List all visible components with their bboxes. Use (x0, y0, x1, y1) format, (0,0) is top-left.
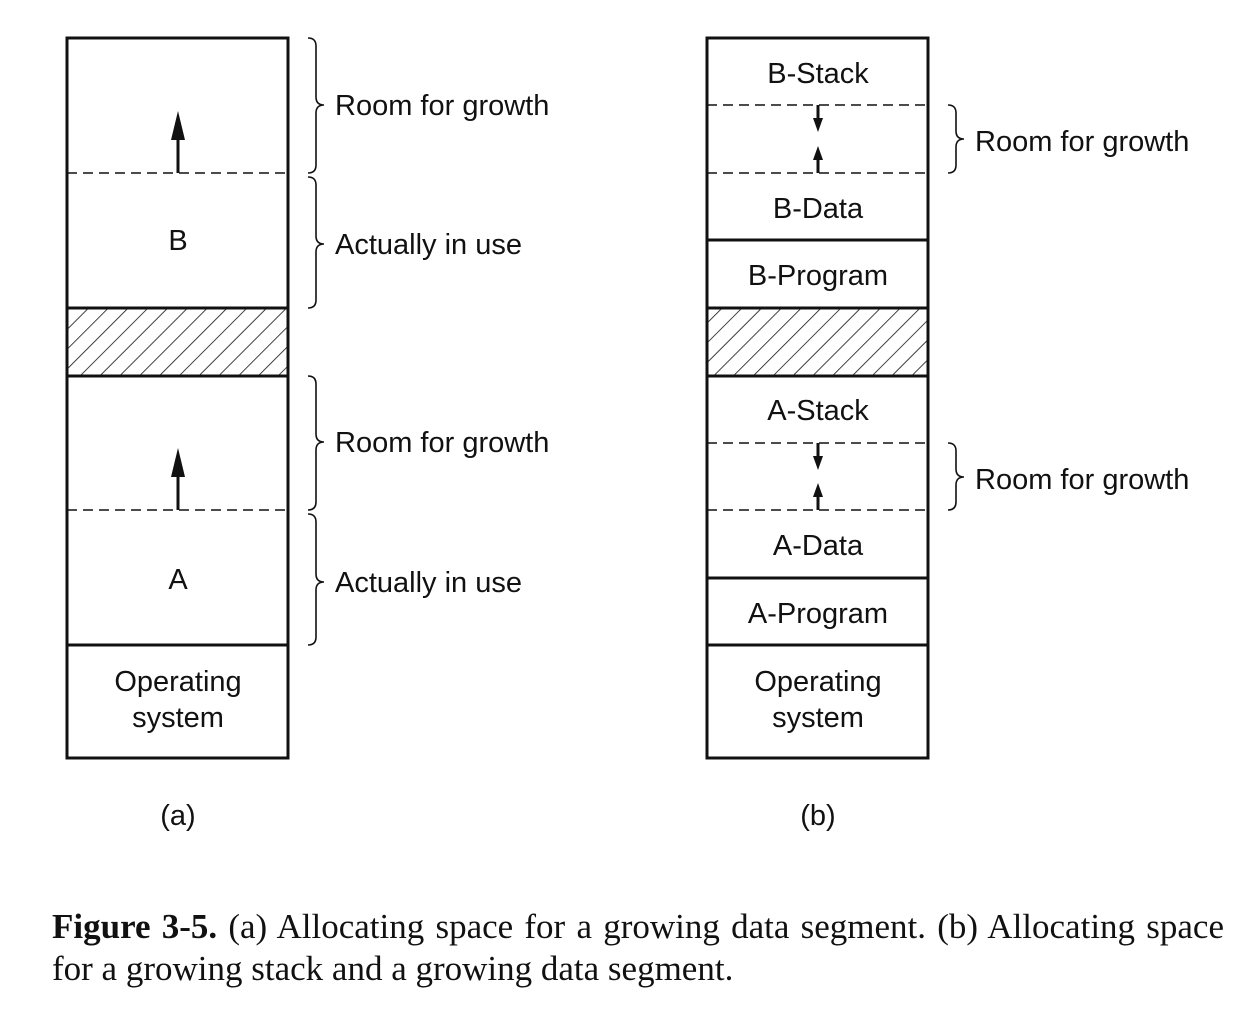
brace-a-top-growth (307, 37, 325, 174)
brace-label-actually-in-use-b: Actually in use (335, 229, 522, 261)
panel-a-unused-hatched-region (65, 306, 290, 378)
brace-label-room-for-growth-a: Room for growth (975, 464, 1189, 496)
memory-allocation-diagram: B A Operating system Room for growth Act… (65, 36, 1189, 832)
panel-a-lower-growth-arrow-icon (171, 448, 185, 510)
panel-a-sublabel: (a) (160, 800, 195, 832)
brace-a-b-in-use (307, 176, 325, 309)
block-label-b-os-line1: Operating (754, 666, 881, 698)
block-label-b-os-line2: system (772, 702, 864, 734)
block-label-b-stack: B-Stack (767, 58, 869, 90)
panel-b-a-data-up-arrow-icon (813, 483, 823, 510)
block-label-b-data: B-Data (773, 193, 864, 225)
panel-a-upper-growth-arrow-icon (171, 111, 185, 173)
figure-caption: Figure 3-5. (a) Allocating space for a g… (52, 906, 1224, 990)
panel-a: B A Operating system Room for growth Act… (65, 36, 549, 832)
block-label-b-program: B-Program (748, 260, 888, 292)
brace-b-a-growth (947, 442, 965, 511)
brace-a-bottom-growth (307, 375, 325, 511)
figure-caption-text: (a) Allocating space for a growing data … (52, 907, 1224, 988)
figure-caption-label: Figure 3-5. (52, 907, 218, 946)
block-label-a-program: A-Program (748, 598, 888, 630)
panel-b-sublabel: (b) (800, 800, 835, 832)
brace-b-growth (947, 104, 965, 174)
panel-b-b-data-up-arrow-icon (813, 146, 823, 173)
panel-b-b-stack-down-arrow-icon (813, 105, 823, 132)
panel-b-unused-hatched-region (705, 306, 930, 378)
block-label-os-line1: Operating (114, 666, 241, 698)
brace-a-a-in-use (307, 513, 325, 646)
brace-label-room-for-growth-bottom: Room for growth (335, 427, 549, 459)
block-label-b: B (168, 225, 187, 257)
brace-label-actually-in-use-a: Actually in use (335, 567, 522, 599)
block-label-a-stack: A-Stack (767, 395, 869, 427)
block-label-os-line2: system (132, 702, 224, 734)
brace-label-room-for-growth-b: Room for growth (975, 126, 1189, 158)
brace-label-room-for-growth-top: Room for growth (335, 90, 549, 122)
panel-b: B-Stack B-Data B-Program A-Stack A-Data … (705, 36, 1189, 832)
panel-b-a-stack-down-arrow-icon (813, 443, 823, 470)
block-label-a: A (168, 564, 188, 596)
block-label-a-data: A-Data (773, 530, 864, 562)
